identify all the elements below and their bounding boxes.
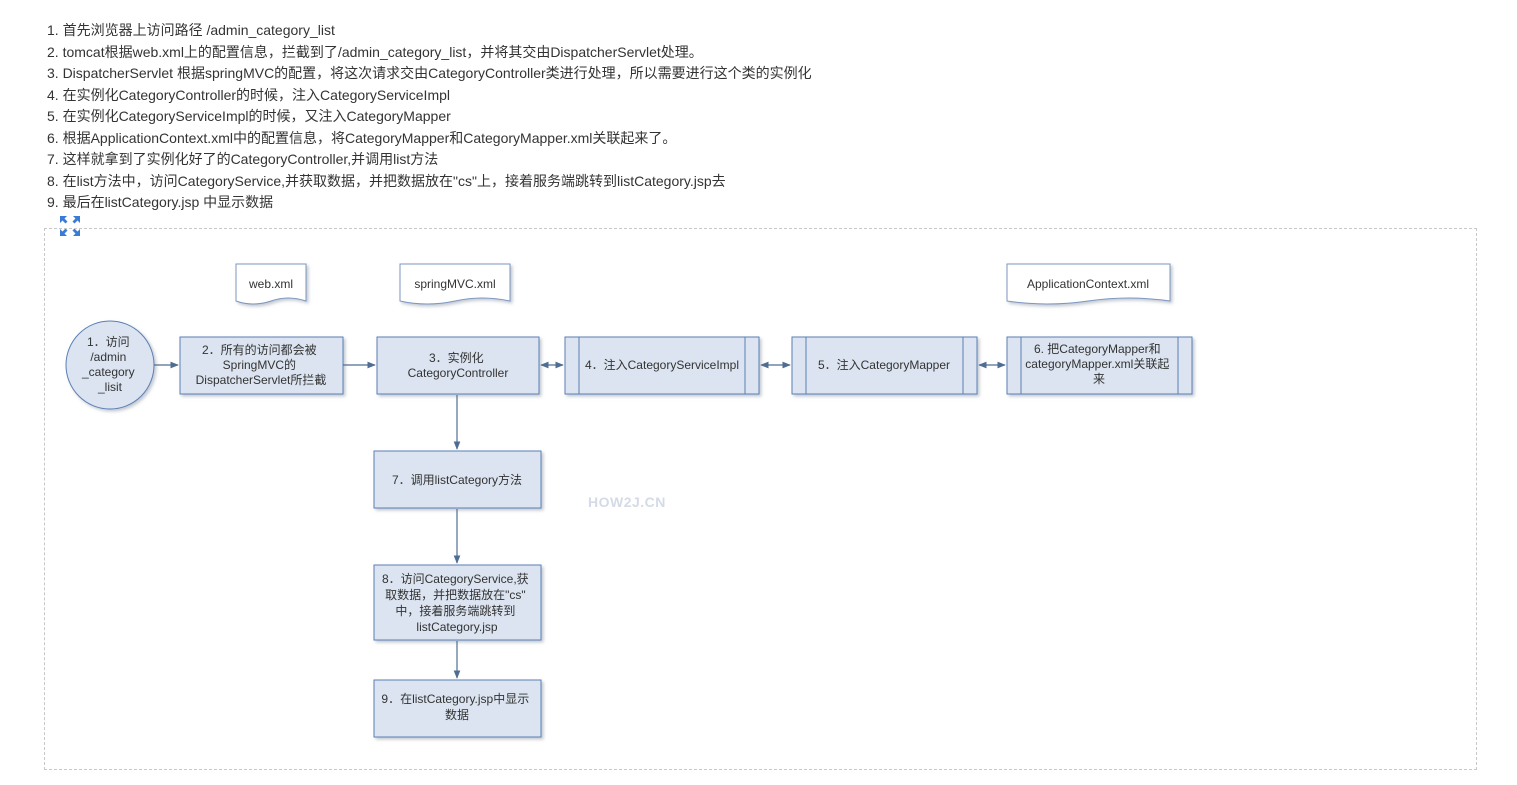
svg-text:5．注入CategoryMapper: 5．注入CategoryMapper xyxy=(818,357,950,372)
watermark: HOW2J.CN xyxy=(588,494,666,510)
node-5-inject-mapper: 5．注入CategoryMapper xyxy=(791,336,978,395)
doc-applicationcontext-xml: ApplicationContext.xml xyxy=(1006,263,1171,305)
node-2-line-2: SpringMVC的 xyxy=(223,357,296,372)
node-1-line-3: _category xyxy=(81,365,135,379)
node-8-line-1: 8．访问CategoryService,获 xyxy=(382,572,529,586)
node-3-instantiate-controller: 3．实例化 CategoryController xyxy=(376,336,540,395)
doc-applicationcontext-xml-label: ApplicationContext.xml xyxy=(1027,277,1149,291)
expand-arrows-icon[interactable] xyxy=(59,215,81,237)
step-5: 5. 在实例化CategoryServiceImpl的时候，又注入Categor… xyxy=(47,108,451,124)
node-1-line-2: /admin xyxy=(90,350,126,364)
node-2-line-3: DispatcherServlet所拦截 xyxy=(196,373,327,387)
svg-text:9．在listCategory.jsp中显示: 9．在listCategory.jsp中显示 数据 xyxy=(381,691,532,722)
node-3-line-1: 3．实例化 xyxy=(429,350,484,365)
step-7: 7. 这样就拿到了实例化好了的CategoryController,并调用lis… xyxy=(47,151,439,167)
node-3-line-2: CategoryController xyxy=(408,366,509,380)
node-9-line-2: 数据 xyxy=(445,707,469,722)
step-3: 3. DispatcherServlet 根据springMVC的配置，将这次请… xyxy=(47,65,812,81)
node-6-associate-mapper-xml: 6. 把CategoryMapper和 categoryMapper.xml关联… xyxy=(1006,336,1193,395)
node-8-line-2: 取数据，并把数据放在"cs" xyxy=(385,587,526,602)
steps-list: 1. 首先浏览器上访问路径 /admin_category_list 2. to… xyxy=(47,20,812,214)
node-9-display-data: 9．在listCategory.jsp中显示 数据 xyxy=(373,679,542,738)
svg-text:2．所有的访问都会被 SpringMVC的: 2．所有的访问都会被 SpringMVC的 DispatcherServlet所… xyxy=(196,342,327,387)
doc-web-xml: web.xml xyxy=(235,263,307,305)
step-2: 2. tomcat根据web.xml上的配置信息，拦截到了/admin_cate… xyxy=(47,43,703,60)
step-1: 1. 首先浏览器上访问路径 /admin_category_list xyxy=(47,22,335,38)
node-1-line-4: _lisit xyxy=(97,380,123,394)
node-7-line-1: 7．调用listCategory方法 xyxy=(392,472,522,487)
doc-springmvc-xml-label: springMVC.xml xyxy=(414,277,495,291)
node-1-access: 1．访问 /admin _category _lisit xyxy=(65,320,155,410)
node-4-inject-service-impl: 4．注入CategoryServiceImpl xyxy=(564,336,760,395)
node-2-intercept: 2．所有的访问都会被 SpringMVC的 DispatcherServlet所… xyxy=(179,336,344,395)
node-4-line-1: 4．注入CategoryServiceImpl xyxy=(585,357,739,372)
node-6-line-2: categoryMapper.xml关联起 xyxy=(1025,357,1169,371)
svg-text:7．调用listCategory方法: 7．调用listCategory方法 xyxy=(392,472,522,487)
svg-text:8．访问CategoryService,获: 8．访问CategoryService,获 取数据，并把数据放在"cs" 中，接… xyxy=(382,572,532,634)
node-5-line-1: 5．注入CategoryMapper xyxy=(818,357,950,372)
step-4: 4. 在实例化CategoryController的时候，注入CategoryS… xyxy=(47,86,450,103)
step-6: 6. 根据ApplicationContext.xml中的配置信息，将Categ… xyxy=(47,129,677,146)
step-9: 9. 最后在listCategory.jsp 中显示数据 xyxy=(47,194,274,210)
node-8-line-3: 中，接着服务端跳转到 xyxy=(395,603,515,618)
node-8-fetch-data-forward: 8．访问CategoryService,获 取数据，并把数据放在"cs" 中，接… xyxy=(373,564,542,641)
node-6-line-1: 6. 把CategoryMapper和 xyxy=(1034,342,1161,356)
node-9-line-1: 9．在listCategory.jsp中显示 xyxy=(381,691,529,706)
doc-springmvc-xml: springMVC.xml xyxy=(399,263,511,305)
node-1-line-1: 1．访问 xyxy=(87,335,130,349)
svg-text:4．注入CategoryServiceImpl: 4．注入CategoryServiceImpl xyxy=(585,357,739,372)
flow-diagram: web.xml springMVC.xml ApplicationContext… xyxy=(44,228,1477,770)
svg-text:6. 把CategoryMapper和 ca: 6. 把CategoryMapper和 categoryMapper.xml关联… xyxy=(1025,342,1172,386)
node-2-line-1: 2．所有的访问都会被 xyxy=(202,342,317,357)
node-8-line-4: listCategory.jsp xyxy=(416,620,497,634)
svg-text:1．访问 /admin _c: 1．访问 /admin _category _lisit xyxy=(81,335,138,394)
node-6-line-3: 来 xyxy=(1093,372,1105,386)
node-7-call-list-method: 7．调用listCategory方法 xyxy=(373,450,542,509)
step-8: 8. 在list方法中，访问CategoryService,并获取数据，并把数据… xyxy=(47,172,726,189)
doc-web-xml-label: web.xml xyxy=(248,277,293,291)
svg-text:3．实例化 CategoryControll: 3．实例化 CategoryController xyxy=(408,350,509,380)
